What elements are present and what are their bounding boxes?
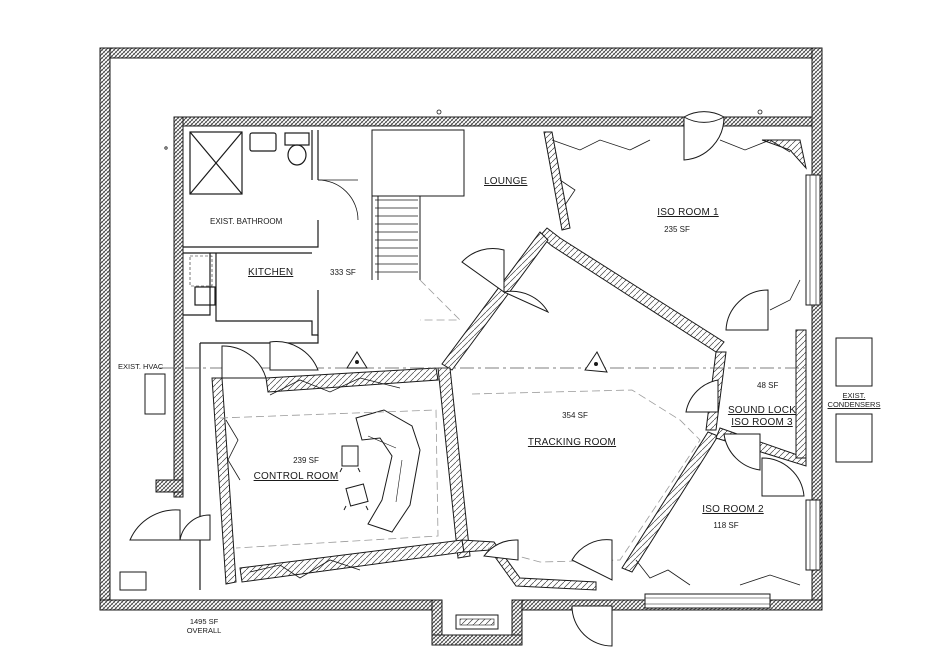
label-tracking-room: TRACKING ROOM xyxy=(527,437,617,448)
bathroom-kitchen-walls xyxy=(183,130,359,590)
stairs xyxy=(371,129,465,280)
label-iso-room-2: ISO ROOM 2 xyxy=(702,504,764,515)
marks xyxy=(164,109,763,150)
label-iso-room-3: ISO ROOM 3 xyxy=(731,417,793,428)
doors xyxy=(129,111,805,647)
label-lounge-area: 333 SF xyxy=(330,268,356,277)
studio-walls xyxy=(211,131,807,591)
label-sound-lock: SOUND LOCK xyxy=(727,405,797,416)
wall-diffusers xyxy=(225,139,801,586)
inner-wall xyxy=(155,116,821,609)
label-overall-area: 1495 SF OVERALL xyxy=(186,617,222,635)
label-kitchen: KITCHEN xyxy=(248,267,294,278)
section-marker xyxy=(346,351,608,373)
dashed-lines xyxy=(160,279,805,563)
label-exist-bathroom: EXIST. BATHROOM xyxy=(210,217,283,226)
label-sound-lock-area: 48 SF xyxy=(757,381,779,390)
label-control-room-area: 239 SF xyxy=(293,456,319,465)
label-exist-hvac: EXIST. HVAC xyxy=(118,362,164,371)
label-iso-room-1-area: 235 SF xyxy=(664,225,690,234)
label-control-room: CONTROL ROOM xyxy=(253,471,339,482)
console-desk xyxy=(355,409,421,533)
label-exist-condensers: EXIST. CONDENSERS xyxy=(827,391,881,409)
label-iso-room-1: ISO ROOM 1 xyxy=(657,207,719,218)
label-iso-room-2-area: 118 SF xyxy=(713,521,739,530)
chairs xyxy=(339,445,369,511)
equipment xyxy=(119,337,873,591)
label-tracking-room-area: 354 SF xyxy=(562,411,588,420)
label-lounge: LOUNGE xyxy=(484,176,528,187)
